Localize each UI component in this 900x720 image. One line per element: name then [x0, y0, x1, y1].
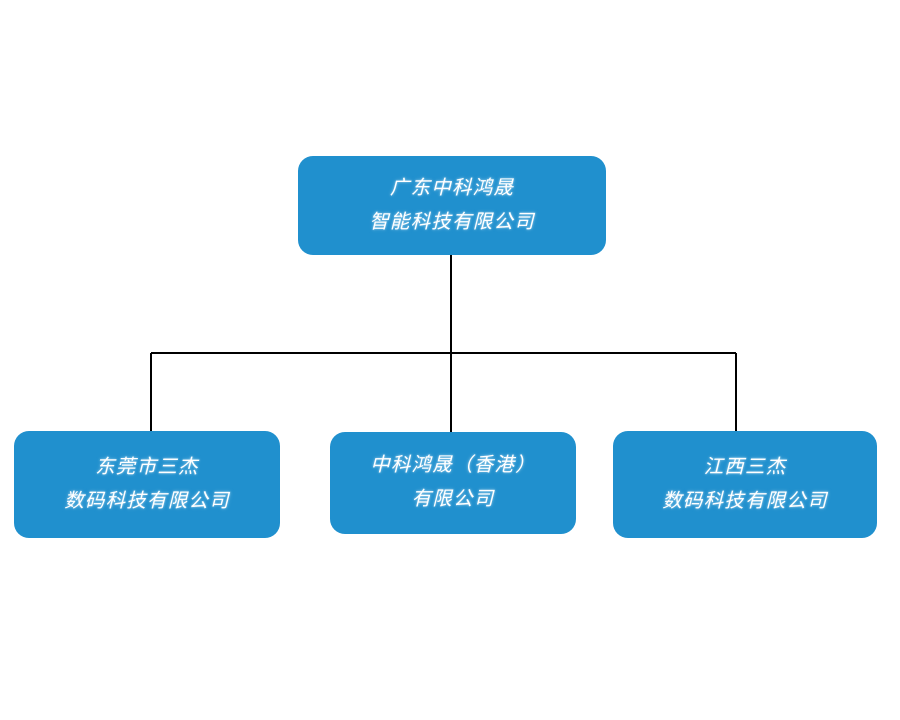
org-node-root[interactable]: 广东中科鸿晟 智能科技有限公司	[298, 156, 606, 255]
org-node-child-3[interactable]: 江西三杰 数码科技有限公司	[613, 431, 877, 538]
org-node-child-3-line-2: 数码科技有限公司	[662, 490, 828, 512]
org-node-child-1-line-1: 东莞市三杰	[95, 456, 199, 478]
org-node-child-3-line-1: 江西三杰	[703, 456, 787, 478]
org-node-root-line-2: 智能科技有限公司	[369, 211, 535, 233]
org-node-child-2-line-1: 中科鸿晟（香港）	[370, 455, 536, 476]
org-node-child-1-line-2: 数码科技有限公司	[64, 490, 230, 512]
org-node-root-line-1: 广东中科鸿晟	[389, 177, 515, 199]
org-node-child-1[interactable]: 东莞市三杰 数码科技有限公司	[14, 431, 280, 538]
org-node-child-2-line-2: 有限公司	[411, 489, 495, 510]
org-node-child-2[interactable]: 中科鸿晟（香港） 有限公司	[330, 432, 576, 534]
